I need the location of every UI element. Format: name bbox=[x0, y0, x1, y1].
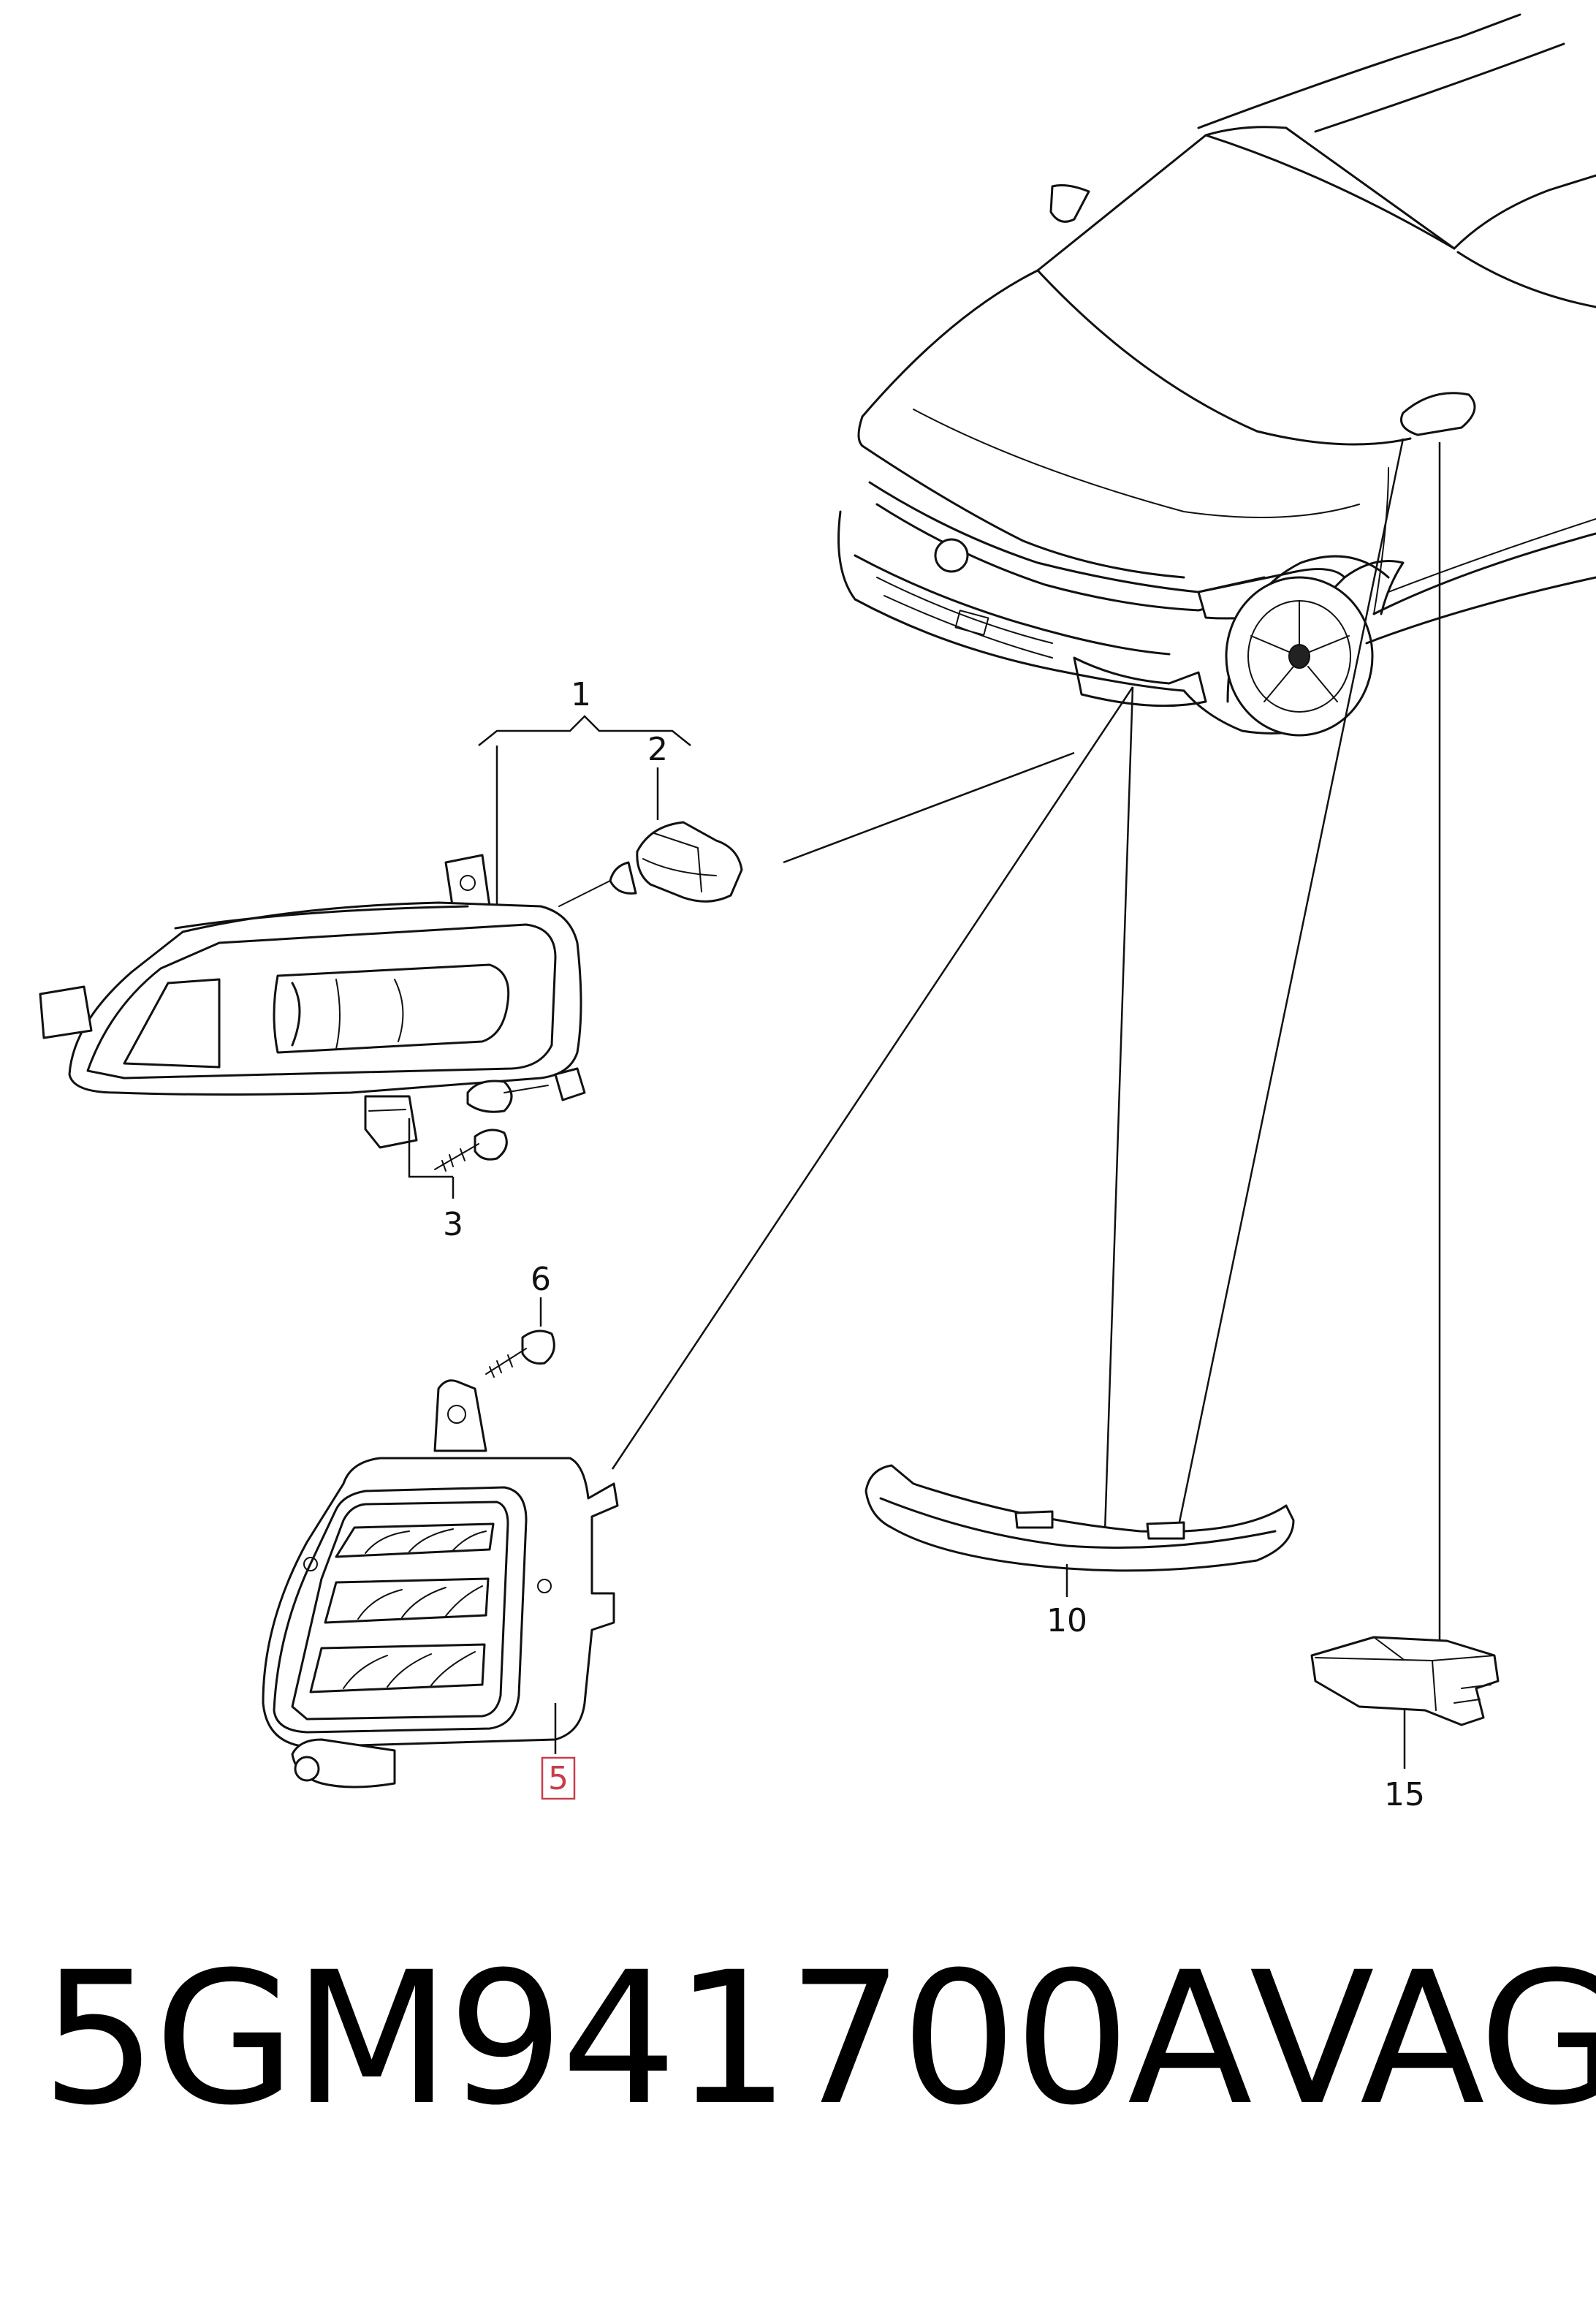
callout-6: 6 bbox=[531, 1261, 551, 1298]
module-part-15 bbox=[1310, 1636, 1500, 1769]
leader-lines bbox=[611, 438, 1441, 1645]
part-number-caption: 5GM941700A bbox=[41, 1932, 1253, 2145]
leader-trim-strip bbox=[1103, 686, 1134, 1533]
left-mirror-shape bbox=[1049, 184, 1090, 223]
trim-strip-part-10 bbox=[864, 1464, 1295, 1597]
callout-labels: 1 2 3 6 5 10 15 bbox=[443, 676, 1425, 1813]
badge-circle bbox=[934, 538, 969, 573]
wheel-hub bbox=[1288, 644, 1310, 669]
car-front-illustration bbox=[837, 13, 1596, 737]
leader-strip-2 bbox=[1177, 438, 1405, 1530]
fog-light-part-5 bbox=[262, 1297, 619, 1788]
leader-fog-light bbox=[611, 686, 1134, 1470]
bulb-part-2 bbox=[558, 767, 743, 907]
fog-lamp-assembly-1 bbox=[39, 854, 586, 1199]
brand-caption: VAG bbox=[1249, 1932, 1596, 2145]
part-1-bracket bbox=[478, 715, 691, 906]
callout-5: 5 bbox=[548, 1760, 569, 1797]
callout-2: 2 bbox=[647, 731, 668, 768]
callout-15: 15 bbox=[1384, 1776, 1425, 1813]
leader-headlight bbox=[783, 751, 1075, 864]
right-mirror-shape bbox=[1400, 392, 1476, 436]
callout-10: 10 bbox=[1046, 1602, 1087, 1639]
callout-3: 3 bbox=[443, 1206, 463, 1243]
callout-5-highlight-box bbox=[541, 1756, 576, 1800]
caption-row: 5GM941700A VAG bbox=[41, 1930, 1596, 2149]
callout-1: 1 bbox=[571, 676, 591, 713]
